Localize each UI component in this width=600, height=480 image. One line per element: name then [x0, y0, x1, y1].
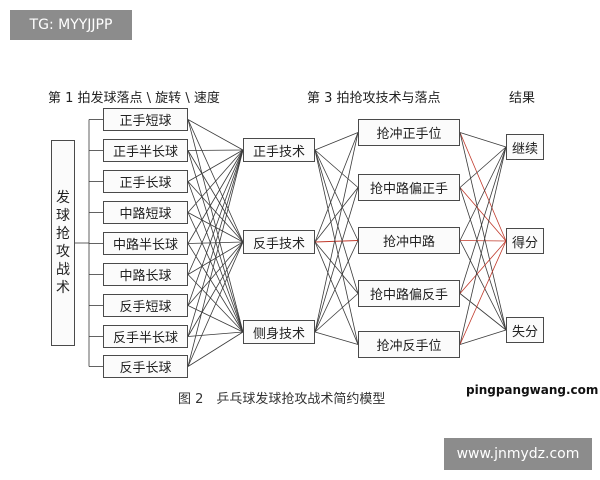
link-serve-technique	[187, 119, 244, 151]
link-serve-technique	[187, 119, 244, 333]
serve-node-backhand-half-long: 反手半长球	[103, 325, 188, 348]
link-attack-result	[459, 132, 507, 331]
root-char: 球	[56, 208, 70, 224]
attack-node-backhand-side: 抢冲反手位	[358, 331, 460, 358]
link-attack-result	[459, 240, 507, 345]
heading-result: 结果	[509, 91, 536, 106]
watermark-site: pingpangwang.com	[466, 383, 599, 397]
heading-attack: 第 3 拍抢攻技术与落点	[307, 91, 441, 106]
heading-serve: 第 1 拍发球落点 \ 旋转 \ 速度	[48, 91, 220, 106]
result-node-continue: 继续	[506, 134, 544, 160]
link-serve-technique	[187, 149, 244, 151]
serve-node-backhand-long: 反手长球	[103, 355, 188, 378]
link-serve-technique	[187, 150, 244, 333]
link-technique-attack	[314, 132, 359, 333]
link-serve-technique	[187, 149, 244, 182]
attack-node-forehand-side: 抢冲正手位	[358, 119, 460, 146]
root-char: 攻	[56, 244, 70, 260]
technique-node-backhand: 反手技术	[243, 230, 315, 254]
link-serve-technique	[187, 149, 244, 244]
link-serve-technique	[187, 241, 244, 367]
root-node-serve-attack: 发 球 抢 攻 战 术	[51, 140, 75, 346]
serve-node-forehand-long: 正手长球	[103, 170, 188, 193]
result-node-lose-point: 失分	[506, 317, 544, 343]
root-char: 术	[56, 280, 70, 296]
link-serve-technique	[187, 149, 244, 306]
technique-node-forehand: 正手技术	[243, 138, 315, 162]
link-attack-result	[459, 146, 507, 294]
link-serve-technique	[187, 331, 244, 337]
link-serve-technique	[187, 274, 244, 333]
link-attack-result	[459, 132, 507, 242]
link-attack-result	[459, 329, 507, 345]
link-serve-technique	[187, 149, 244, 213]
link-serve-technique	[187, 243, 244, 333]
link-serve-technique	[187, 149, 244, 337]
link-attack-result	[459, 146, 507, 345]
root-char: 发	[56, 190, 70, 206]
link-serve-technique	[187, 241, 244, 337]
link-technique-attack	[314, 187, 359, 243]
serve-node-backhand-short: 反手短球	[103, 294, 188, 317]
link-technique-attack	[314, 149, 359, 294]
link-attack-result	[459, 146, 507, 188]
link-attack-result	[459, 187, 507, 331]
watermark-telegram: TG: MYYJJPP	[10, 10, 132, 40]
link-technique-attack	[314, 132, 359, 243]
root-char: 战	[56, 262, 70, 278]
serve-node-middle-short: 中路短球	[103, 201, 188, 224]
link-serve-technique	[187, 149, 244, 367]
attack-node-middle-backhand: 抢中路偏反手	[358, 280, 460, 307]
link-attack-result	[459, 293, 507, 331]
link-attack-result	[459, 187, 507, 242]
serve-node-middle-half-long: 中路半长球	[103, 232, 188, 255]
link-attack-result	[459, 240, 507, 294]
link-serve-technique	[187, 331, 244, 367]
figure-caption: 图 2 乒乓球发球抢攻战术简约模型	[178, 392, 386, 407]
root-char: 抢	[56, 226, 70, 242]
link-serve-technique	[187, 305, 244, 333]
link-attack-result	[459, 240, 507, 242]
link-serve-technique	[187, 149, 244, 275]
serve-node-forehand-short: 正手短球	[103, 108, 188, 131]
watermark-url: www.jnmydz.com	[444, 438, 592, 470]
attack-node-middle-forehand: 抢中路偏正手	[358, 174, 460, 201]
attack-node-middle: 抢冲中路	[358, 227, 460, 254]
result-node-win-point: 得分	[506, 228, 544, 254]
link-technique-attack	[314, 240, 359, 243]
link-serve-technique	[187, 212, 244, 333]
technique-node-pivot: 侧身技术	[243, 320, 315, 344]
link-technique-attack	[314, 241, 359, 345]
link-technique-attack	[314, 149, 359, 188]
serve-node-middle-long: 中路长球	[103, 263, 188, 286]
link-attack-result	[459, 146, 507, 241]
link-technique-attack	[314, 241, 359, 294]
link-technique-attack	[314, 240, 359, 333]
serve-node-forehand-half-long: 正手半长球	[103, 139, 188, 162]
link-technique-attack	[314, 187, 359, 333]
link-attack-result	[459, 240, 507, 331]
link-technique-attack	[314, 149, 359, 345]
link-attack-result	[459, 132, 507, 148]
link-technique-attack	[314, 132, 359, 151]
link-technique-attack	[314, 293, 359, 333]
link-serve-technique	[187, 241, 244, 306]
link-technique-attack	[314, 149, 359, 241]
link-technique-attack	[314, 331, 359, 345]
